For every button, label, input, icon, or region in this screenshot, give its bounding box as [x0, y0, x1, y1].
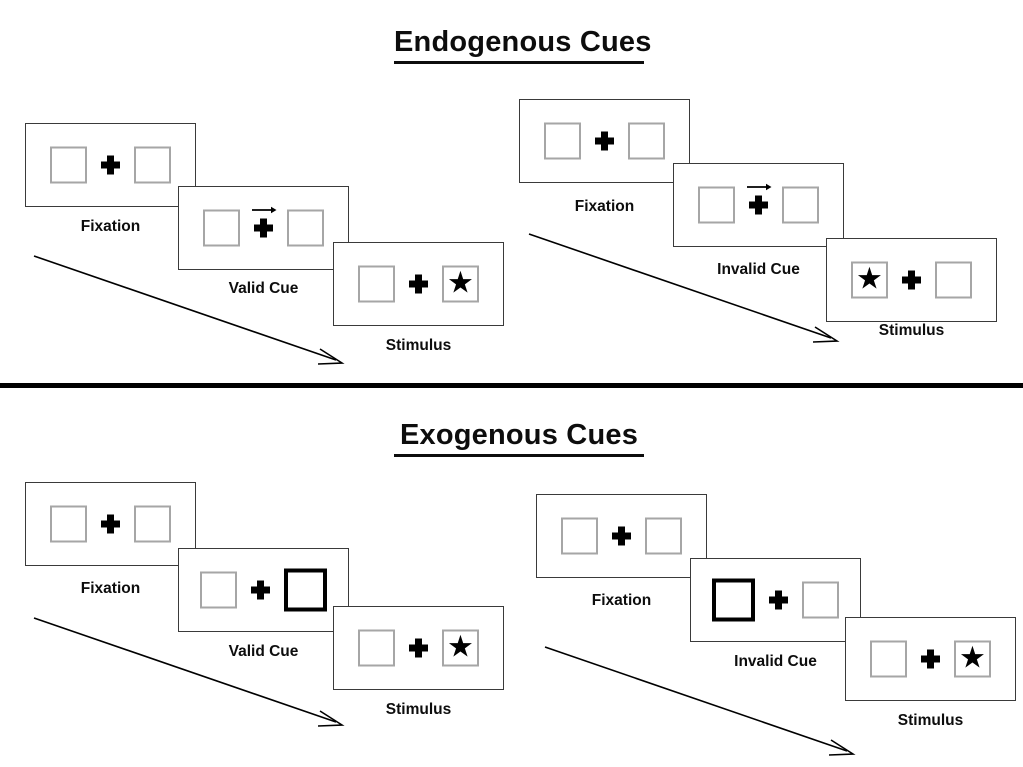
panel-exogenous-invalid-fixation [536, 494, 707, 578]
placeholder-box-right [802, 581, 839, 619]
placeholder-box-left [544, 122, 581, 160]
placeholder-box-right [134, 146, 171, 184]
placeholder-box-right [935, 261, 972, 299]
star-target-icon: ★ [447, 266, 474, 299]
cue-center-stack [252, 206, 277, 238]
caption-exogenous-invalid-fixation: Fixation [591, 592, 652, 609]
placeholder-box-left [698, 186, 735, 224]
star-target-icon: ★ [856, 262, 883, 295]
caption-endogenous-valid-stimulus: Stimulus [385, 337, 452, 354]
placeholder-box-right [628, 122, 665, 160]
panel-endogenous-valid-stimulus: ★ [333, 242, 504, 326]
caption-endogenous-valid-fixation: Fixation [80, 218, 141, 235]
placeholder-box-left [50, 146, 87, 184]
caption-exogenous-valid-cue: Valid Cue [228, 643, 299, 660]
placeholder-box-right [134, 505, 171, 543]
placeholder-box-right [782, 186, 819, 224]
cue-center-stack [747, 183, 772, 215]
time-arrow-endogenous-valid [33, 255, 345, 365]
target-box-right: ★ [442, 629, 479, 667]
fixation-cross-icon [595, 131, 614, 151]
placeholder-box-right [287, 209, 324, 247]
fixation-cross-icon [251, 580, 270, 600]
panel-exogenous-invalid-stimulus: ★ [845, 617, 1016, 701]
placeholder-box-right [645, 517, 682, 555]
panel-endogenous-valid-fixation [25, 123, 196, 207]
fixation-cross-icon [749, 195, 768, 215]
fixation-cross-icon [254, 218, 273, 238]
star-target-icon: ★ [447, 630, 474, 663]
fixation-cross-icon [101, 514, 120, 534]
time-arrow-exogenous-valid [33, 617, 345, 727]
panel-endogenous-invalid-stimulus: ★ [826, 238, 997, 322]
fixation-cross-icon [101, 155, 120, 175]
arrow-right-cue-icon [747, 183, 772, 191]
panel-endogenous-invalid-cue [673, 163, 844, 247]
placeholder-box-left [50, 505, 87, 543]
caption-endogenous-invalid-cue: Invalid Cue [717, 261, 800, 278]
panel-endogenous-valid-cue [178, 186, 349, 270]
panel-endogenous-invalid-fixation [519, 99, 690, 183]
fixation-cross-icon [409, 638, 428, 658]
placeholder-box-left [358, 265, 395, 303]
section-divider [0, 383, 1023, 388]
section-title-exogenous: Exogenous Cues [394, 419, 644, 457]
caption-exogenous-invalid-cue: Invalid Cue [734, 653, 817, 670]
panel-exogenous-valid-fixation [25, 482, 196, 566]
target-box-right: ★ [954, 640, 991, 678]
placeholder-box-left [358, 629, 395, 667]
time-arrow-endogenous-invalid [528, 233, 840, 343]
time-arrow-exogenous-invalid [544, 646, 856, 756]
caption-exogenous-valid-stimulus: Stimulus [385, 701, 452, 718]
fixation-cross-icon [769, 590, 788, 610]
fixation-cross-icon [409, 274, 428, 294]
placeholder-box-left [870, 640, 907, 678]
placeholder-box-left [203, 209, 240, 247]
exogenous-cue-box-right [284, 568, 327, 612]
caption-exogenous-invalid-stimulus: Stimulus [897, 712, 964, 729]
placeholder-box-left [200, 571, 237, 609]
caption-exogenous-valid-fixation: Fixation [80, 580, 141, 597]
caption-endogenous-invalid-stimulus: Stimulus [878, 322, 945, 339]
fixation-cross-icon [921, 649, 940, 669]
target-box-left: ★ [851, 261, 888, 299]
target-box-right: ★ [442, 265, 479, 303]
placeholder-box-left [561, 517, 598, 555]
fixation-cross-icon [612, 526, 631, 546]
star-target-icon: ★ [959, 641, 986, 674]
exogenous-cue-box-left [712, 578, 755, 622]
fixation-cross-icon [902, 270, 921, 290]
caption-endogenous-invalid-fixation: Fixation [574, 198, 635, 215]
section-title-endogenous: Endogenous Cues [394, 26, 651, 64]
arrow-right-cue-icon [252, 206, 277, 214]
caption-endogenous-valid-cue: Valid Cue [228, 280, 299, 297]
panel-exogenous-valid-stimulus: ★ [333, 606, 504, 690]
panel-exogenous-invalid-cue [690, 558, 861, 642]
panel-exogenous-valid-cue [178, 548, 349, 632]
